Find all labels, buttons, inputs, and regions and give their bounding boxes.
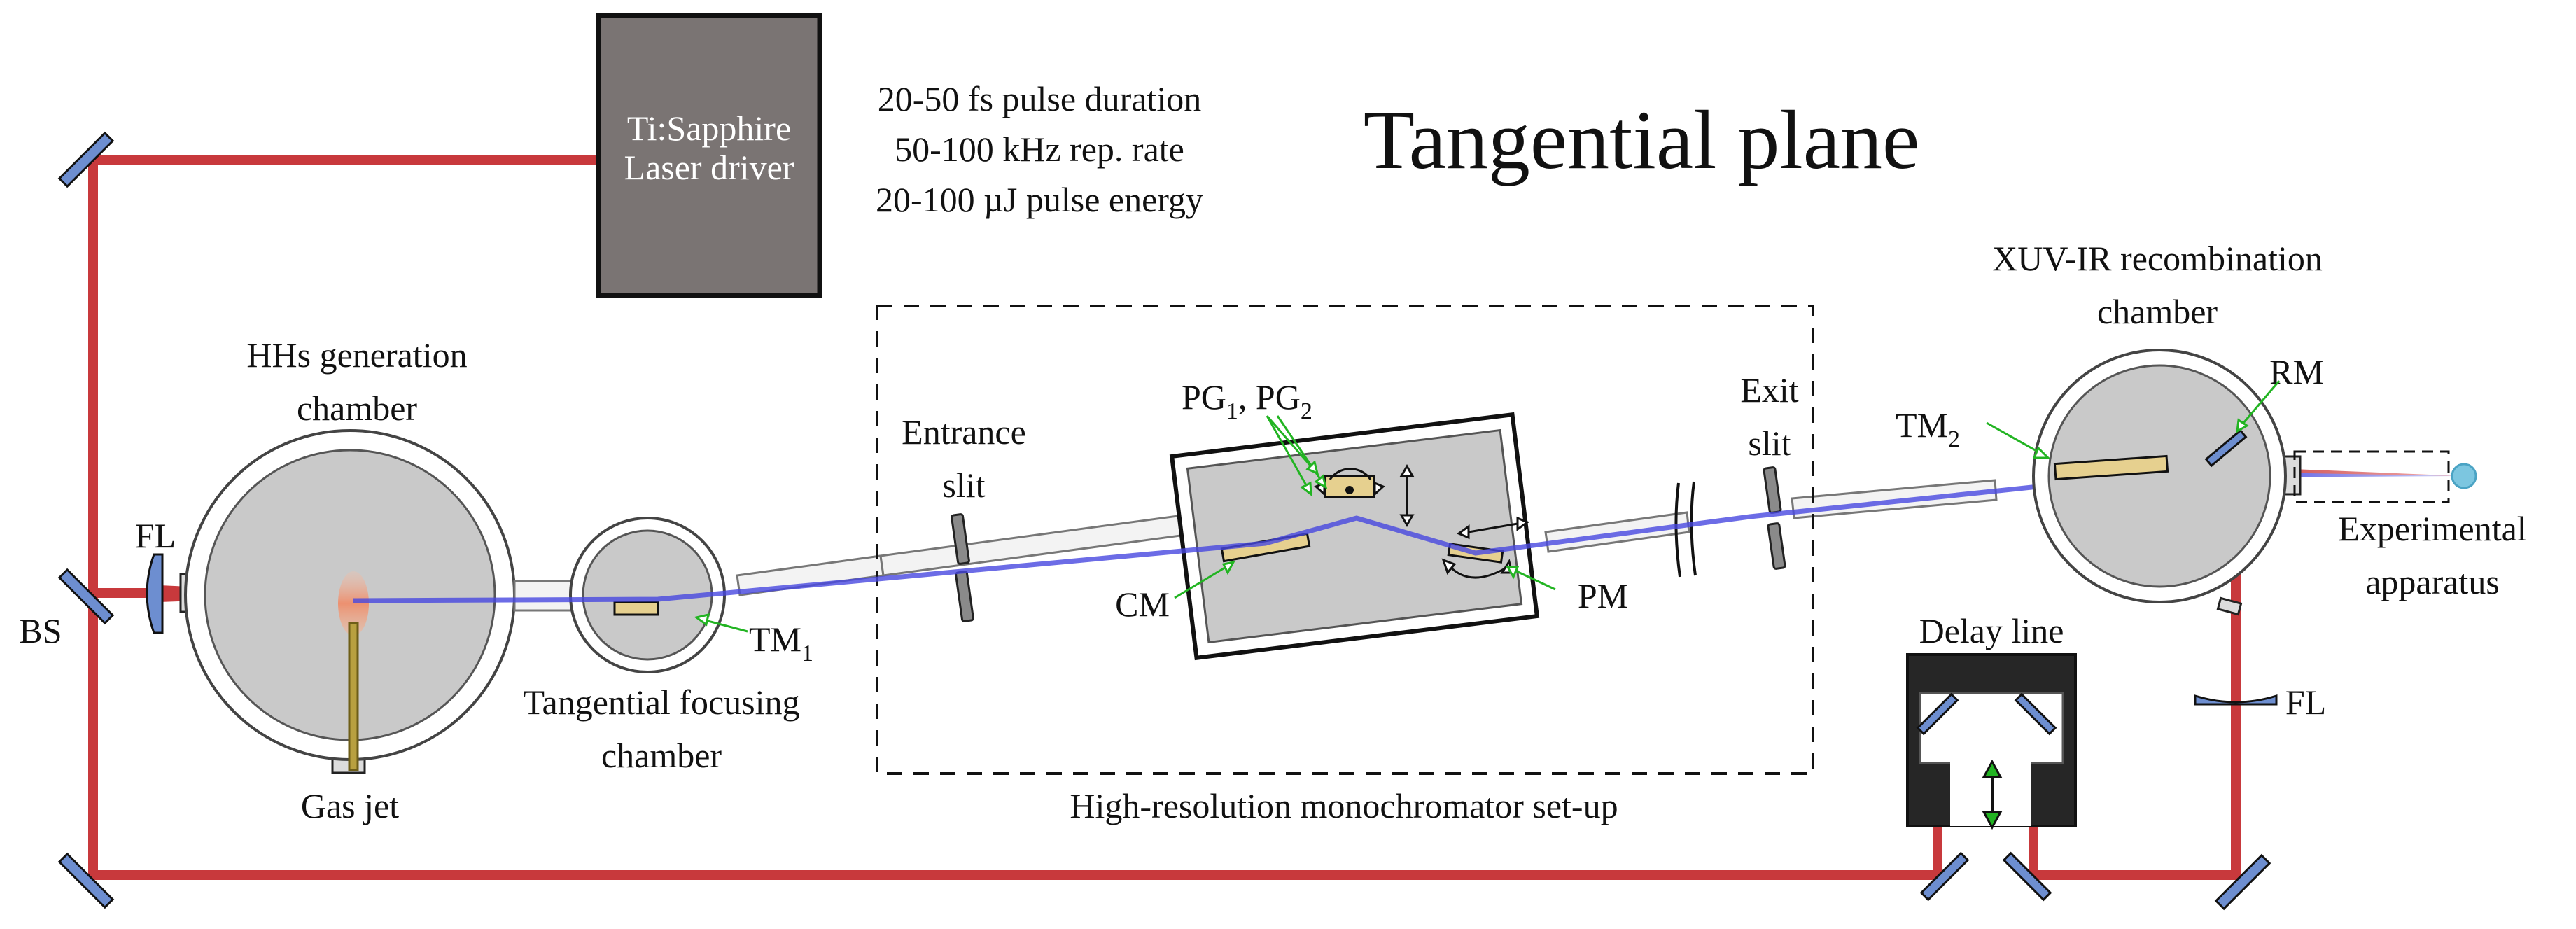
tfc-label-line1: Tangential focusing	[524, 683, 800, 722]
monochromator-label: High-resolution monochromator set-up	[1070, 786, 1618, 825]
focusing-lens-left	[146, 553, 164, 634]
pg-pointer-heads	[1300, 460, 1328, 497]
hhg-chamber-label-line1: HHs generation	[246, 335, 467, 375]
gas-jet-label: Gas jet	[301, 786, 399, 825]
pm-pointer	[1510, 567, 1556, 591]
delay-line-label: Delay line	[1919, 611, 2064, 650]
delay-mirror-left	[1916, 692, 1959, 736]
tfc-label-line2: chamber	[601, 736, 722, 775]
cm-label: CM	[1115, 585, 1170, 624]
grating-box	[1169, 412, 1540, 661]
beam-break-mark-2	[1690, 481, 1697, 576]
pm-label: PM	[1578, 576, 1628, 615]
delay-out-mirror	[2002, 851, 2052, 902]
experimental-apparatus-boundary	[2293, 450, 2450, 503]
xuv-chamber-inner	[2047, 364, 2272, 588]
laser-driver-box	[596, 13, 822, 298]
pm-pointer-head	[1506, 566, 1520, 580]
exit-slit-lower	[1767, 522, 1786, 570]
pm-rotation-arc	[1448, 564, 1506, 579]
recombination-mirror	[2204, 428, 2248, 468]
entrance-slit-lower	[955, 571, 974, 622]
grating-translate-head-top	[1399, 463, 1415, 477]
laser-driver-name-line1: Ti:Sapphire	[627, 109, 791, 148]
cm-pointer-head	[1222, 560, 1236, 575]
tm2-mirror	[2053, 454, 2169, 481]
pm-translate-head-right	[1516, 516, 1530, 531]
laser-spec-energy: 20-100 µJ pulse energy	[876, 180, 1203, 219]
bs-label: BS	[19, 611, 62, 650]
xuv-port-bottom	[2216, 596, 2243, 616]
tm1-mirror	[613, 601, 659, 616]
experimental-label-line1: Experimental	[2338, 509, 2526, 548]
pm-rotate-head-left	[1441, 558, 1457, 575]
fl-left-label: FL	[135, 516, 176, 555]
xuv-beam	[353, 472, 2223, 603]
delay-arrow-head-top	[1982, 759, 2003, 778]
gas-jet-nozzle	[348, 622, 359, 771]
delay-in-mirror	[1919, 851, 1970, 902]
tm2-pointer-head	[2032, 446, 2051, 459]
focusing-lens-right	[2194, 694, 2278, 706]
grating-rotate-head-right	[1373, 481, 1385, 497]
laser-driver-name-line2: Laser driver	[624, 148, 794, 187]
cm-pointer	[1174, 563, 1231, 599]
laser-spec-duration: 20-50 fs pulse duration	[878, 79, 1201, 118]
laser-spec-rep-rate: 50-100 kHz rep. rate	[895, 130, 1184, 169]
delay-mirror-right	[2014, 692, 2057, 736]
bottom-right-mirror	[2214, 853, 2272, 911]
rm-pointer	[2239, 380, 2281, 428]
top-left-mirror	[57, 131, 115, 188]
grating-axis-dot	[1345, 486, 1354, 494]
rm-label: RM	[2269, 352, 2324, 391]
pm-translate-line	[1468, 522, 1518, 533]
entrance-slit-label-line1: Entrance	[902, 412, 1026, 452]
xuv-chamber-label-line1: XUV-IR recombination	[1992, 239, 2323, 278]
experimental-target	[2451, 463, 2477, 489]
diagram-title: Tangential plane	[1364, 93, 1920, 186]
beam-splitter	[57, 568, 115, 625]
exit-slit-upper	[1763, 466, 1782, 514]
pipe-hhg-to-tfc	[513, 580, 575, 612]
experimental-label-line2: apparatus	[2365, 562, 2500, 601]
entrance-slit-label-line2: slit	[942, 466, 985, 505]
bottom-left-mirror	[57, 852, 115, 909]
entrance-slit-upper	[951, 513, 970, 565]
fl-right-label: FL	[2286, 683, 2326, 722]
tm2-pointer	[1986, 421, 2045, 456]
rm-pointer-head	[2236, 418, 2249, 433]
grating-translate-head-bottom	[1399, 514, 1415, 528]
hhg-chamber-label-line2: chamber	[297, 389, 417, 428]
tm1-label: TM1	[749, 620, 813, 666]
exit-slit-label-line2: slit	[1748, 424, 1791, 463]
pm-translate-head-left	[1456, 524, 1470, 540]
ir-mirrors	[57, 131, 2272, 911]
tm2-label: TM2	[1896, 405, 1960, 452]
xuv-chamber-label-line2: chamber	[2097, 292, 2218, 331]
monochromator-boundary	[876, 305, 1814, 775]
pg-label: PG1, PG2	[1182, 377, 1312, 424]
delay-arrow-head-bottom	[1982, 811, 2003, 830]
exit-slit-label-line1: Exit	[1740, 370, 1798, 410]
grating-rotation-arc	[1329, 468, 1372, 480]
hhg-plasma-glow	[338, 571, 369, 636]
tm1-pointer-head	[694, 613, 710, 627]
